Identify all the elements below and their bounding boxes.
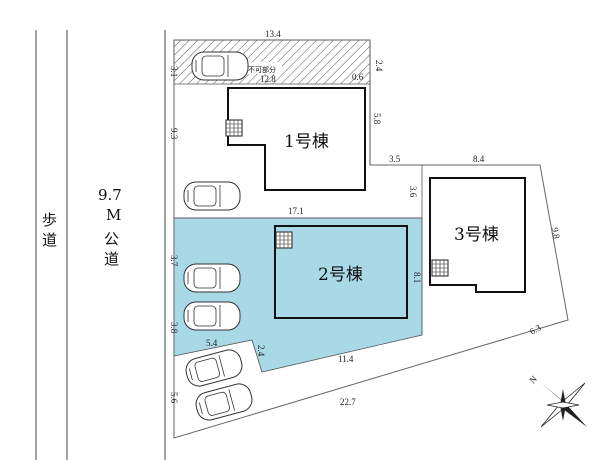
dim-top-left: 3.1 [169,66,179,77]
dim-lot2-bottom: 11.4 [338,354,354,364]
dim-lot2-right: 8.1 [412,272,422,283]
compass-icon [540,382,587,428]
road-name-char-1: 公 [104,230,119,248]
dim-lot1-right: 5.8 [372,113,382,125]
building-1-label: 1号棟 [284,132,329,152]
dim-drive-top: 5.4 [206,338,218,348]
road-width: 9.7 [98,186,122,204]
dim-lot2-left-lower: 3.8 [169,322,179,334]
dim-bottom-left: 5.6 [169,392,179,404]
sidewalk-char-1: 歩 [42,211,57,229]
sidewalk-char-2: 道 [42,231,57,249]
building-1 [227,87,366,191]
entrance-icon [225,119,243,137]
road-lines [35,30,166,460]
lot-boundaries [174,84,423,335]
building-2-label: 2号棟 [318,265,363,285]
building-2 [274,225,408,319]
building-3-label: 3号棟 [454,225,499,245]
dim-hatch-right: 2.4 [374,60,384,72]
dim-step-v: 3.6 [408,186,418,198]
car-icon [191,51,249,81]
entrance-icon [275,231,293,249]
building-3 [429,177,526,293]
car-icon [183,263,241,293]
road-name-char-2: 道 [104,250,119,268]
compass-label: N [527,373,539,385]
dim-bottom: 22.7 [340,397,356,407]
dim-lot1-left: 9.3 [169,128,179,140]
hatch-label: 建築不可部分 [234,65,276,74]
dim-lot2-left-upper: 3.7 [169,255,179,267]
dim-hatch-bottom: 12.8 [260,74,276,84]
dim-top: 13.4 [265,29,281,39]
car-icon [183,301,241,331]
dim-drive-right: 2.4 [256,345,266,357]
car-icon [183,181,241,211]
entrance-icon [431,259,449,277]
dim-lot2-top: 17.1 [288,206,304,216]
dim-step: 3.5 [389,154,401,164]
road-unit: M [106,206,121,224]
dim-lot3-right: 9.8 [550,227,562,240]
dim-lot3-top: 8.4 [473,154,485,164]
dim-hatch-small: 0.6 [352,72,364,82]
